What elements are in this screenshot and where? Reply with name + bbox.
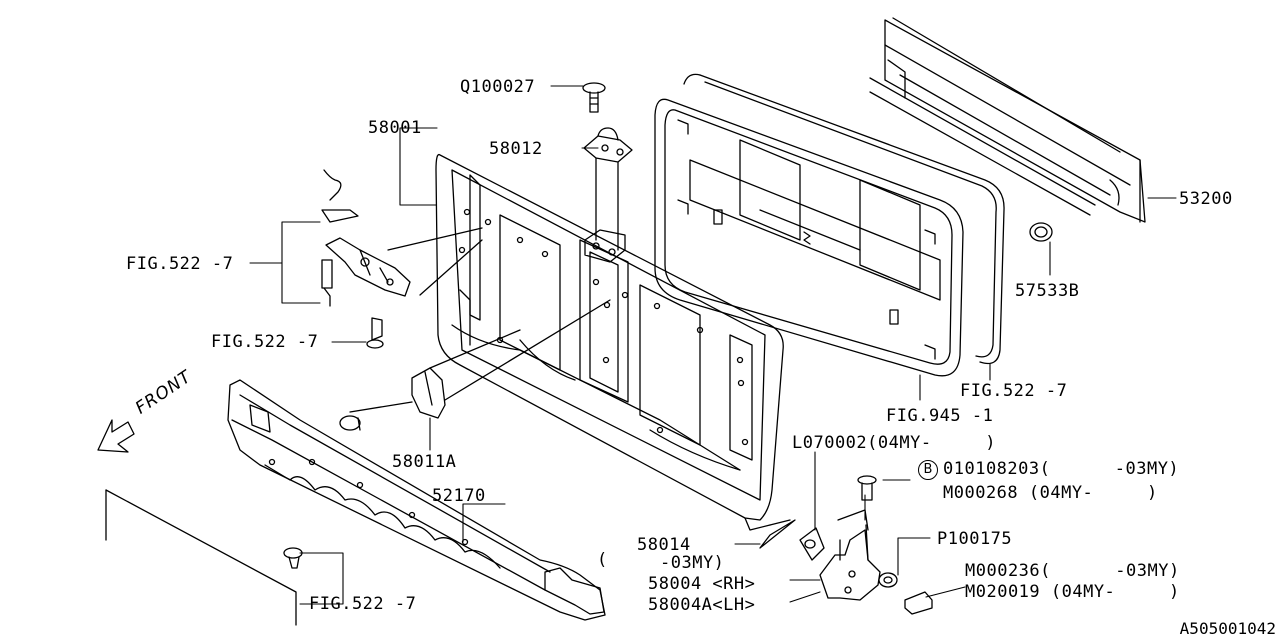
striker-58011a xyxy=(339,299,611,431)
callout-corner xyxy=(105,489,297,626)
label-p100175: P100175 xyxy=(937,529,1013,549)
hinge-bracket-58004 xyxy=(819,475,933,615)
lower-sill-52170 xyxy=(227,379,606,621)
front-arrow xyxy=(97,419,135,453)
label-58014: 58014 xyxy=(637,535,691,555)
latch-assembly xyxy=(321,169,483,349)
clip-lower xyxy=(283,547,303,569)
label-53200: 53200 xyxy=(1179,189,1233,209)
label-m020019: M020019 (04MY- ) xyxy=(965,582,1180,602)
label-fig522-a: FIG.522 -7 xyxy=(126,254,234,274)
bolt-q100027 xyxy=(582,82,606,113)
weatherstrip xyxy=(683,73,1005,365)
label-58011a: 58011A xyxy=(392,452,457,472)
label-m000268: M000268 (04MY- ) xyxy=(943,483,1158,503)
label-fig522-b: FIG.522 -7 xyxy=(211,332,319,352)
label-58001: 58001 xyxy=(368,118,422,138)
label-l070002: L070002(04MY- ) xyxy=(792,433,996,453)
label-fig945: FIG.945 -1 xyxy=(886,406,994,426)
label-paren: ( xyxy=(597,550,608,570)
label-fig522-c: FIG.522 -7 xyxy=(309,594,417,614)
label-fig522-d: FIG.522 -7 xyxy=(960,381,1068,401)
label-52170: 52170 xyxy=(432,486,486,506)
stopper-58014 xyxy=(759,519,825,561)
top-rail-53200 xyxy=(869,17,1146,223)
label-58004: 58004 <RH> xyxy=(648,574,756,594)
label-58004a: 58004A<LH> xyxy=(648,595,756,615)
grommet-57533b xyxy=(1029,222,1053,242)
leader-lines xyxy=(249,85,1177,605)
diagram-id: A505001042 xyxy=(1179,619,1276,638)
label-58012: 58012 xyxy=(489,139,543,159)
inner-trim-panel xyxy=(654,98,964,377)
label-58014-note: -03MY) xyxy=(660,553,725,573)
bracket-58012 xyxy=(583,127,633,263)
label-57533b: 57533B xyxy=(1015,281,1080,301)
label-q100027: Q100027 xyxy=(460,77,536,97)
label-010108203: 010108203( -03MY) xyxy=(943,459,1180,479)
label-m000236: M000236( -03MY) xyxy=(965,561,1180,581)
tailgate-panel-58001 xyxy=(435,153,784,531)
bullet-b-icon: B xyxy=(918,460,938,480)
